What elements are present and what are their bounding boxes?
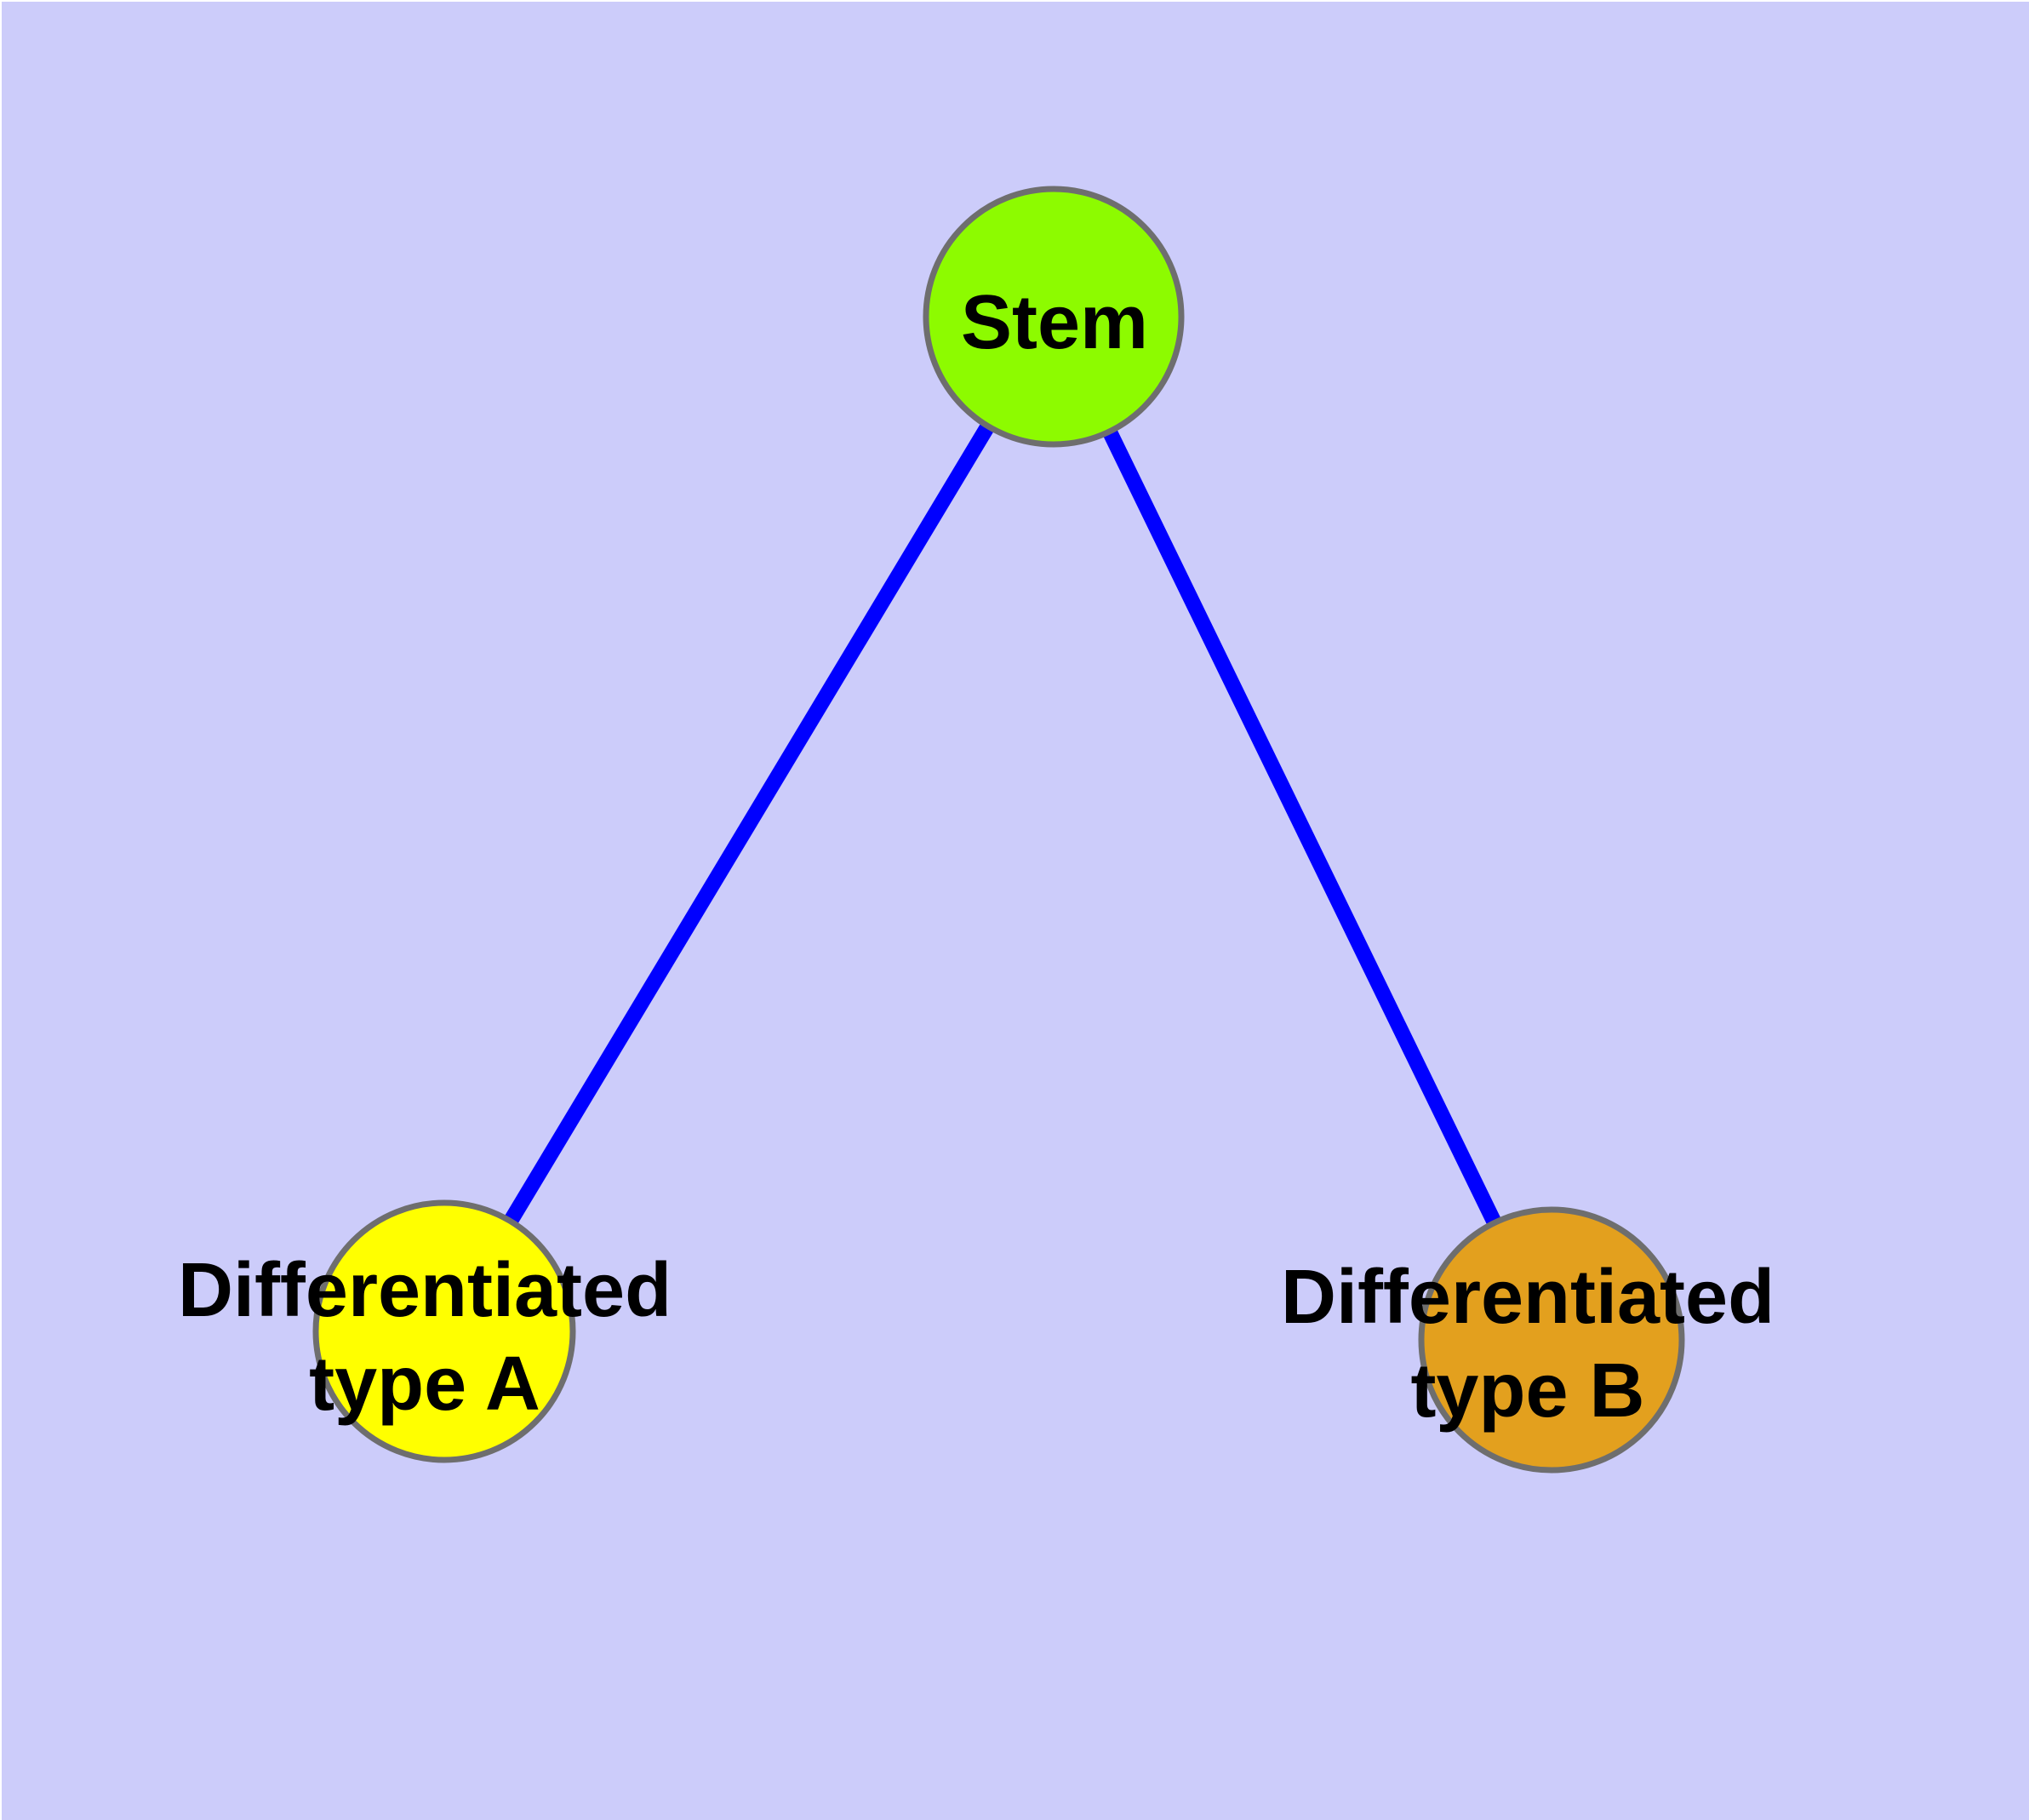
node-type-a-label: Differentiated type A [178,1244,672,1431]
node-type-a-circle[interactable] [312,1199,576,1463]
edge-stem-to-type-b [1046,313,1559,1343]
node-stem-label: Stem [961,276,1148,369]
node-stem-label-text: Stem [960,280,1149,365]
node-type-b-label-line1: Differentiated [1280,1255,1775,1340]
node-type-b-label: Differentiated type B [1281,1251,1775,1438]
node-type-b-circle[interactable] [1418,1206,1685,1474]
node-type-b-label-line2: type B [1410,1348,1645,1434]
node-type-a-label-line2: type A [309,1342,540,1427]
edge-stem-to-type-a [437,312,1060,1336]
node-stem-circle[interactable] [923,186,1185,448]
node-type-a-label-line1: Differentiated [177,1248,672,1333]
